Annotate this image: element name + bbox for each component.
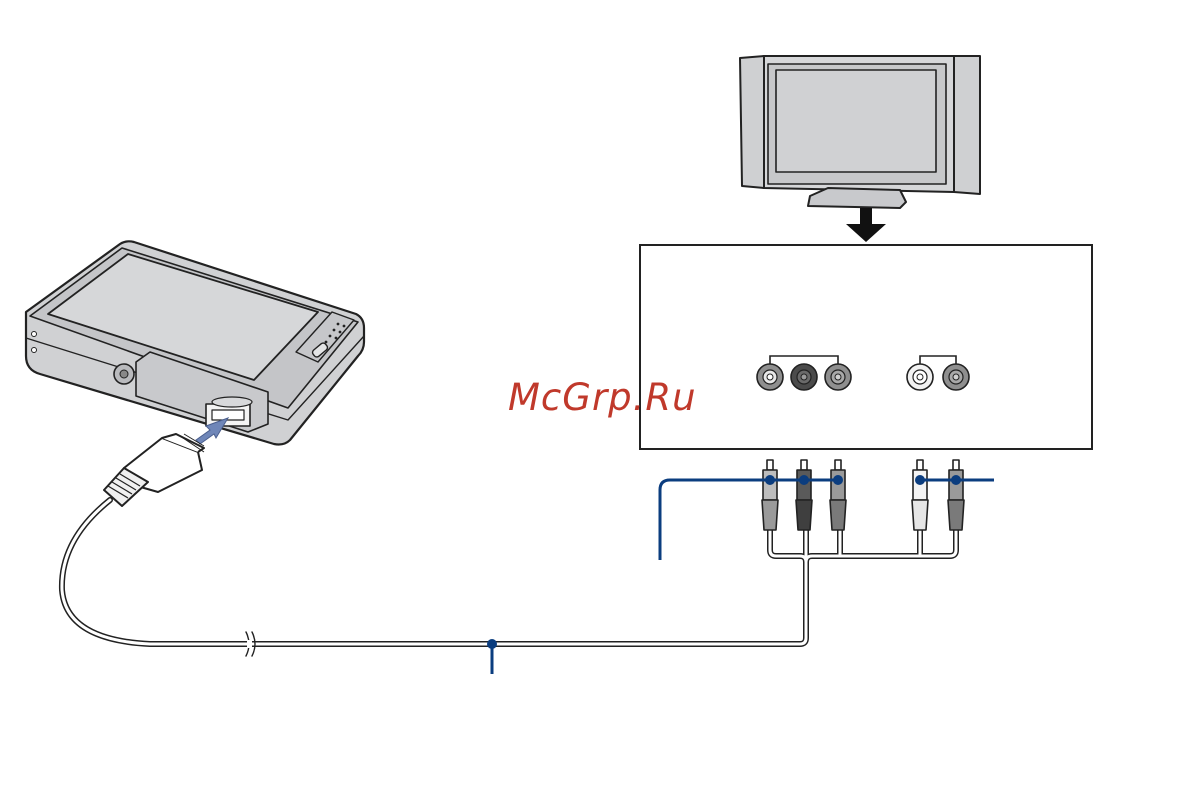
tv-left-speaker <box>740 56 764 188</box>
flat-screen-tv <box>740 56 980 208</box>
jack-gray-audio <box>943 364 969 390</box>
tv-stand <box>808 188 906 208</box>
tv-right-speaker <box>954 56 980 194</box>
down-arrow-icon <box>846 208 886 242</box>
cable-callout <box>487 639 497 674</box>
video-jacks <box>757 364 851 390</box>
plug-light-gray <box>762 460 778 530</box>
tv-input-panel <box>640 245 1092 449</box>
plug-dark-gray <box>796 460 812 530</box>
jack-gray <box>825 364 851 390</box>
plug-gray-audio <box>948 460 964 530</box>
jack-light-gray <box>757 364 783 390</box>
watermark-text: McGrp.Ru <box>508 376 697 419</box>
digital-camera <box>26 241 364 444</box>
plug-gray <box>830 460 846 530</box>
av-cable <box>62 500 956 656</box>
plug-white <box>912 460 928 530</box>
jack-dark-gray <box>791 364 817 390</box>
camera-cable-plug <box>104 434 204 506</box>
plug-callouts <box>660 475 994 560</box>
rca-plugs <box>762 460 964 530</box>
port-latch <box>212 397 252 407</box>
jack-white <box>907 364 933 390</box>
tv-screen <box>776 70 936 172</box>
